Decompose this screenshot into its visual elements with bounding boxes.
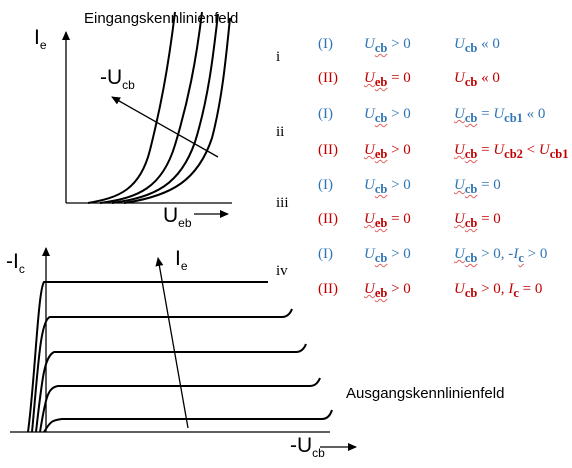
- output-param-label: Ie: [175, 247, 188, 274]
- input-x-label: Ueb: [163, 204, 192, 231]
- output-curve: [43, 409, 333, 433]
- case-label-i: i: [276, 49, 281, 65]
- output-y-label: -Ic: [6, 250, 25, 277]
- condition-row: (I) Ucb > 0 Ucb = Ucb1 « 0: [318, 106, 546, 125]
- output-curve: [39, 377, 321, 433]
- condition-row: (II) Ueb = 0 Ucb = 0: [318, 211, 501, 230]
- condition-row: (I) Ucb > 0 Ucb > 0, -Ic > 0: [318, 246, 548, 265]
- input-curve: [111, 13, 219, 204]
- case-label-iv: iv: [276, 263, 288, 279]
- condition-row: (I) Ucb > 0 Ucb « 0: [318, 36, 500, 55]
- condition-row: (I) Ucb > 0 Ucb = 0: [318, 177, 501, 196]
- output-x-label: -Ucb: [290, 434, 325, 461]
- output-curve: [31, 308, 293, 433]
- input-curve: [87, 11, 176, 204]
- output-curve: [27, 281, 268, 433]
- output-chart-title: Ausgangskennlinienfeld: [346, 385, 505, 402]
- input-param-label: -Ucb: [100, 66, 135, 93]
- input-curve: [99, 11, 203, 204]
- input-y-label: Ie: [34, 26, 47, 53]
- input-param-arrow: [111, 96, 219, 158]
- condition-row: (II) Ueb > 0 Ucb > 0, Ic = 0: [318, 281, 543, 300]
- input-chart-title: Eingangskennlinienfeld: [84, 10, 239, 27]
- output-curve: [35, 343, 307, 433]
- output-param-arrow: [155, 257, 189, 429]
- input-curve: [123, 17, 231, 204]
- case-label-iii: iii: [276, 195, 289, 211]
- condition-row: (II) Ueb = 0 Ucb « 0: [318, 70, 500, 89]
- case-label-ii: ii: [276, 124, 285, 140]
- condition-row: (II) Ueb > 0 Ucb = Ucb2 < Ucb1: [318, 142, 569, 161]
